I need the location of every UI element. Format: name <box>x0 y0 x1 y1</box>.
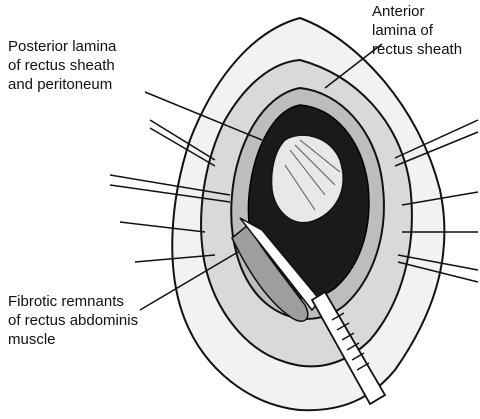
label-line: Posterior lamina <box>8 37 116 56</box>
label-line: lamina of <box>372 21 462 40</box>
label-fibrotic-remnants: Fibrotic remnants of rectus abdominis mu… <box>8 292 138 349</box>
label-line: rectus sheath <box>372 40 462 59</box>
label-line: and peritoneum <box>8 75 116 94</box>
label-line: Anterior <box>372 2 462 21</box>
label-line: of rectus abdominis <box>8 311 138 330</box>
label-posterior-lamina: Posterior lamina of rectus sheath and pe… <box>8 37 116 94</box>
label-line: muscle <box>8 330 138 349</box>
label-anterior-lamina: Anterior lamina of rectus sheath <box>372 2 462 59</box>
label-line: of rectus sheath <box>8 56 116 75</box>
label-line: Fibrotic remnants <box>8 292 138 311</box>
